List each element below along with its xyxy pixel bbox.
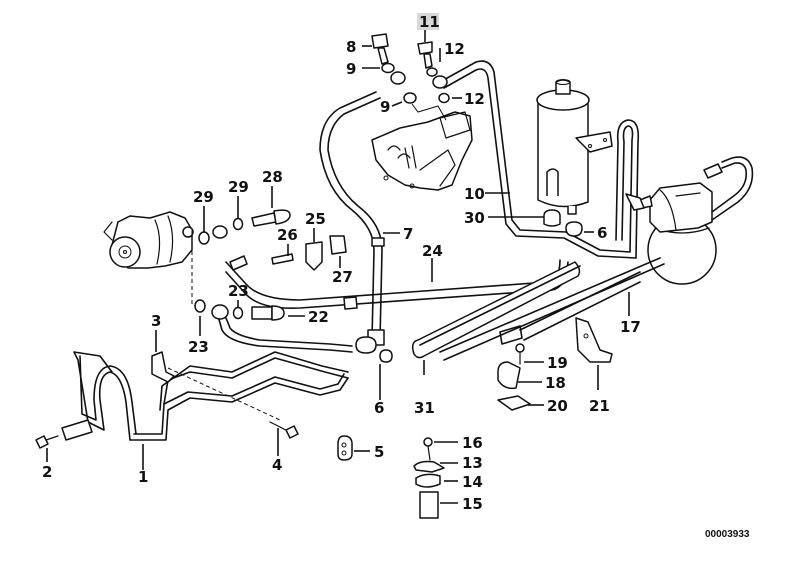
callout-1[interactable]: 1: [138, 468, 148, 486]
steering-pump: [103, 211, 194, 269]
callout-11-highlight: [417, 13, 439, 30]
callout-9-lower[interactable]: 9: [380, 98, 390, 116]
pressure-accumulator: [639, 156, 754, 285]
callout-14[interactable]: 14: [462, 473, 483, 491]
callout-31[interactable]: 31: [414, 399, 435, 417]
leader-lines: [46, 30, 630, 504]
reservoir: [536, 79, 613, 215]
return-pipe-10: [439, 60, 645, 259]
callout-23-upper[interactable]: 23: [228, 282, 249, 300]
callout-labels: 11 8 9 12 9 12 10 30 6 7 24 17 31 6 19 1…: [42, 13, 641, 513]
callout-26[interactable]: 26: [277, 226, 298, 244]
callout-28[interactable]: 28: [262, 168, 283, 186]
callout-6-right[interactable]: 6: [597, 224, 607, 242]
callout-10[interactable]: 10: [464, 185, 485, 203]
callout-29-right[interactable]: 29: [228, 178, 249, 196]
callout-17[interactable]: 17: [620, 318, 641, 336]
callout-18[interactable]: 18: [545, 374, 566, 392]
small-parts: [35, 209, 613, 519]
steering-gear-box: [371, 111, 473, 191]
callout-11[interactable]: 11: [419, 13, 440, 31]
callout-15[interactable]: 15: [462, 495, 483, 513]
hoses-24-31-17: [225, 257, 665, 361]
callout-5[interactable]: 5: [374, 443, 384, 461]
callout-2[interactable]: 2: [42, 463, 52, 481]
callout-25[interactable]: 25: [305, 210, 326, 228]
callout-27[interactable]: 27: [332, 268, 353, 286]
top-fittings: [371, 33, 450, 121]
callout-19[interactable]: 19: [547, 354, 568, 372]
callout-12-lower[interactable]: 12: [464, 90, 485, 108]
callout-13[interactable]: 13: [462, 454, 483, 472]
callout-7[interactable]: 7: [403, 225, 413, 243]
callout-3[interactable]: 3: [151, 312, 161, 330]
callout-16[interactable]: 16: [462, 434, 483, 452]
callout-6-center[interactable]: 6: [374, 399, 384, 417]
callout-21[interactable]: 21: [589, 397, 610, 415]
callout-20[interactable]: 20: [547, 397, 568, 415]
callout-23-left[interactable]: 23: [188, 338, 209, 356]
callout-12-top[interactable]: 12: [444, 40, 465, 58]
callout-4[interactable]: 4: [272, 456, 282, 474]
document-id: 00003933: [705, 529, 750, 540]
callout-9-top[interactable]: 9: [346, 60, 356, 78]
callout-29-left[interactable]: 29: [193, 188, 214, 206]
oil-cooler-pipe: [61, 351, 349, 441]
callout-24[interactable]: 24: [422, 242, 443, 260]
callout-22[interactable]: 22: [308, 308, 329, 326]
callout-8[interactable]: 8: [346, 38, 356, 56]
left-fittings: [191, 209, 393, 363]
callout-30[interactable]: 30: [464, 209, 485, 227]
